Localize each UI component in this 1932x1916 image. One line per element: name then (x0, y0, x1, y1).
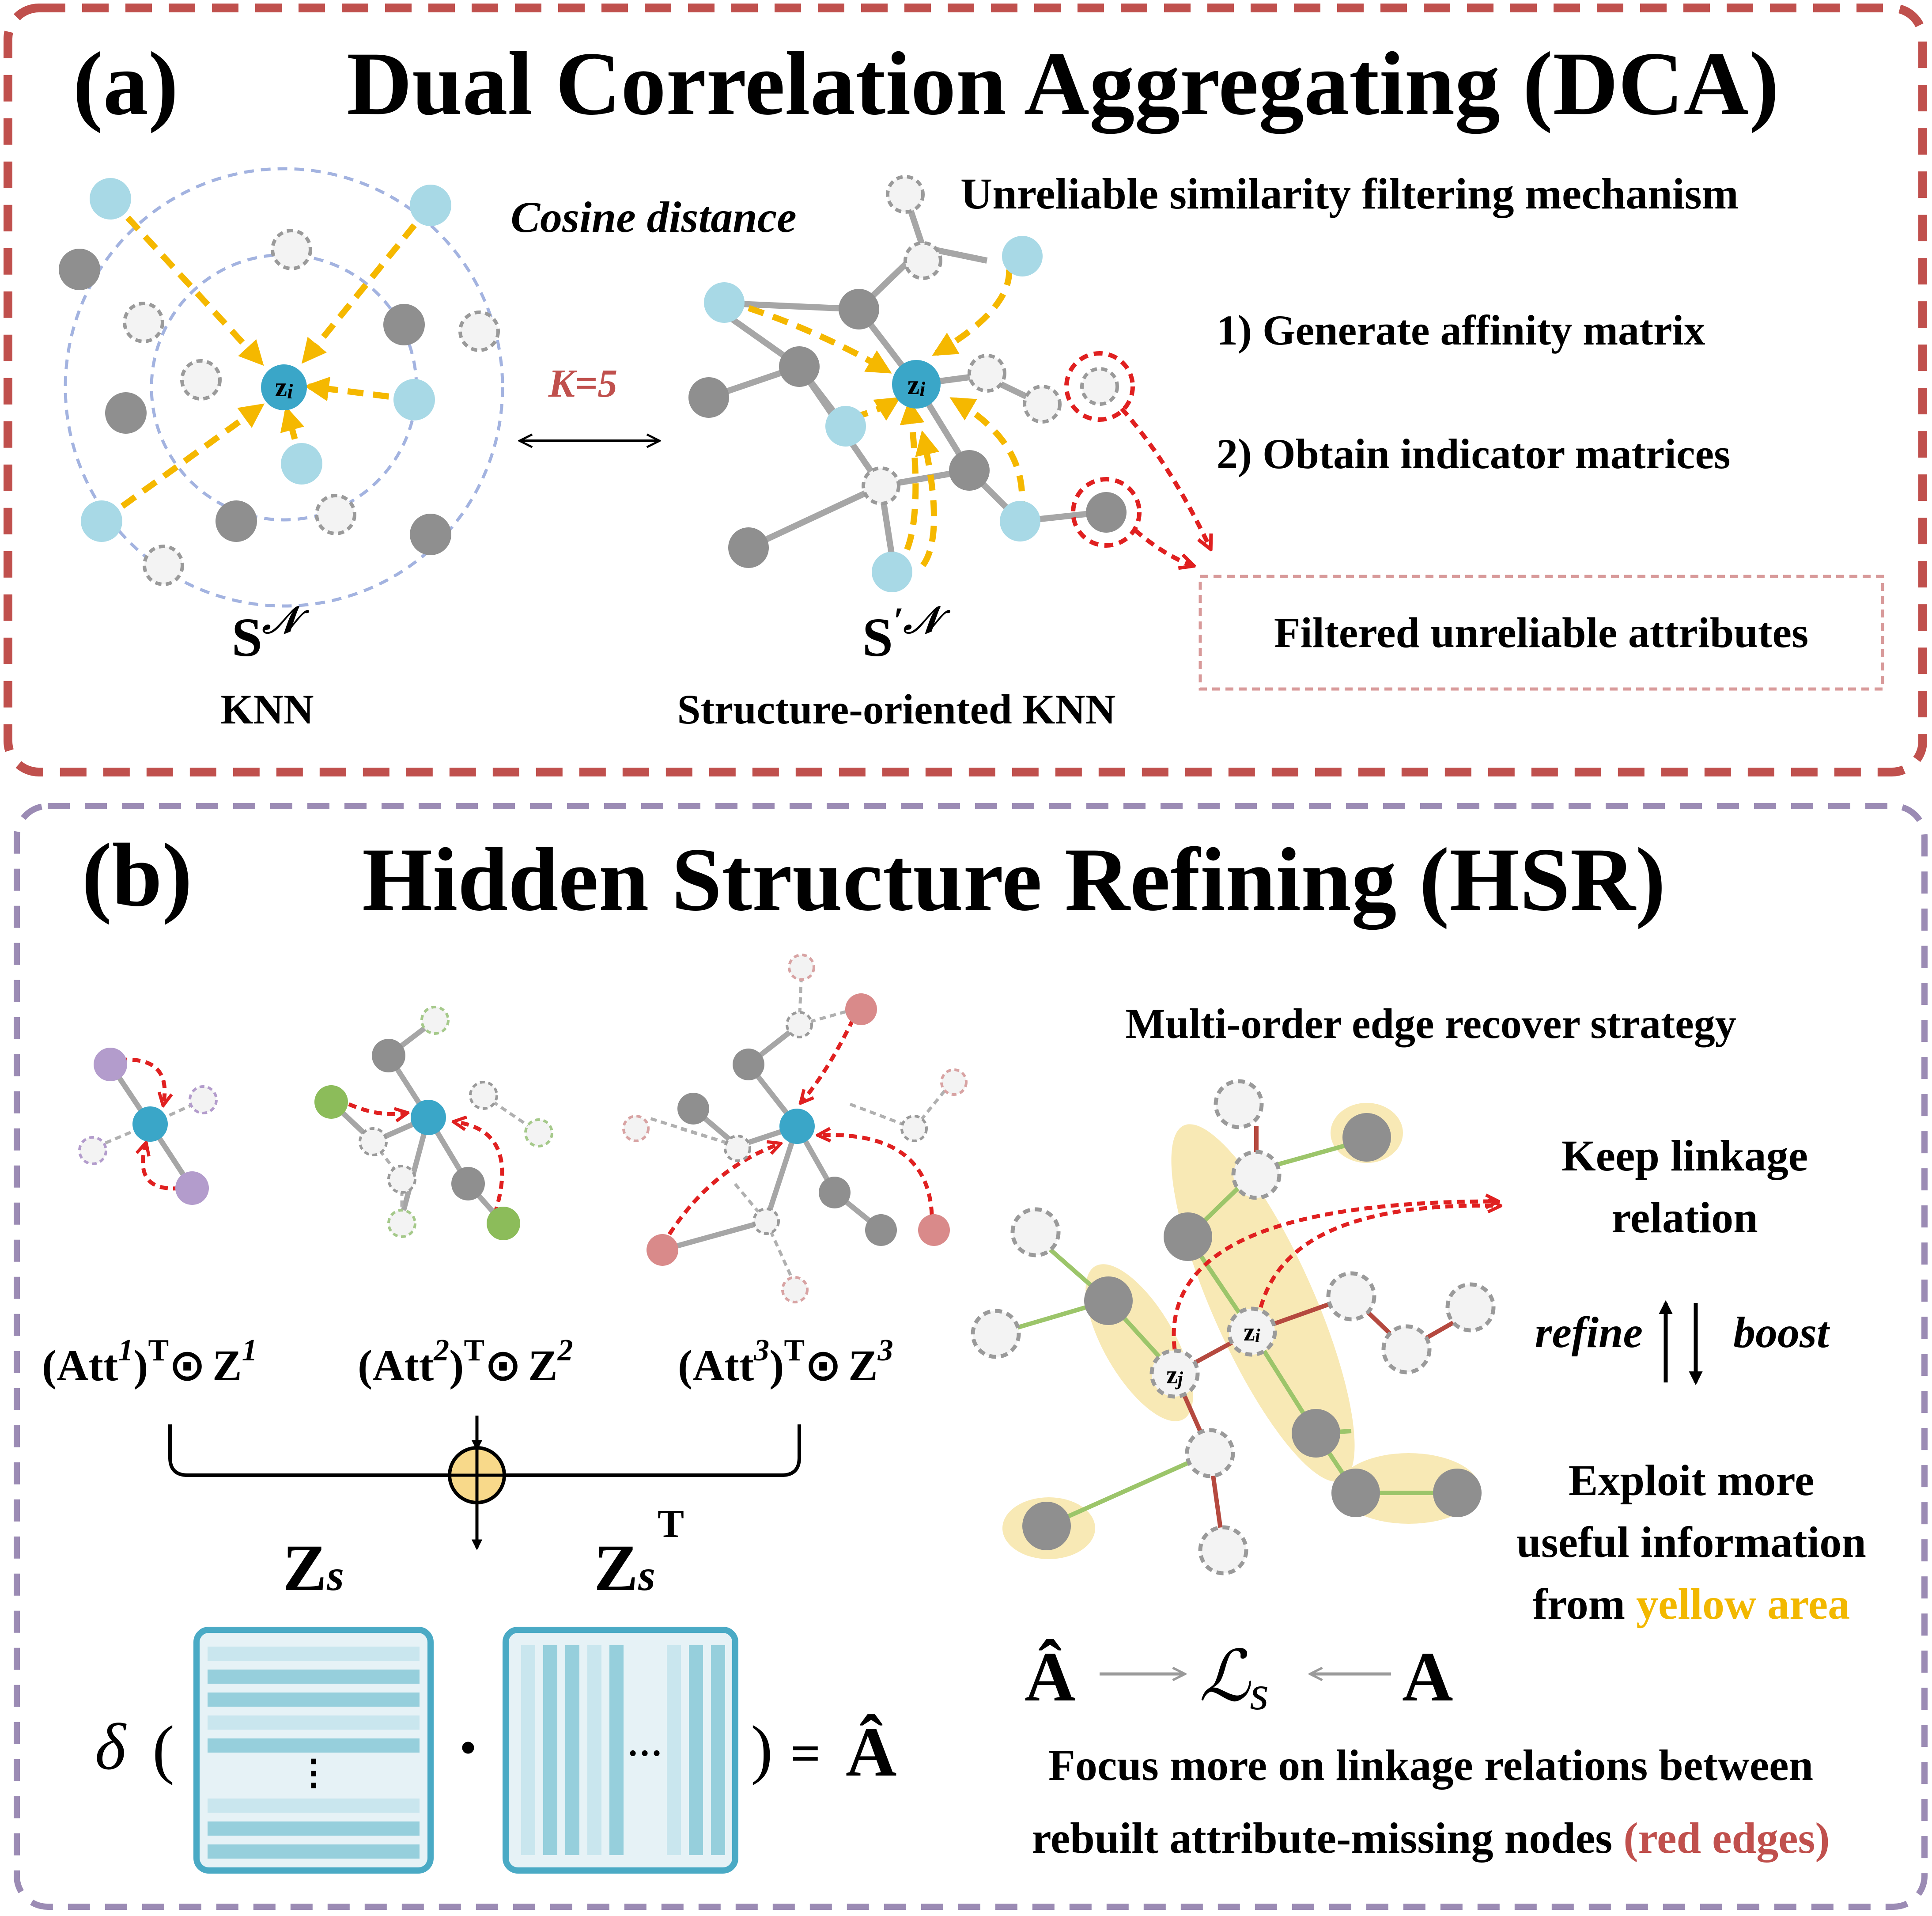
a-hat-result: Â (846, 1712, 897, 1791)
exploit-line1: Exploit more (1569, 1456, 1814, 1505)
zj-node-label: zj (1166, 1360, 1183, 1390)
keep-line1: Keep linkage (1561, 1131, 1808, 1180)
loss-a: A (1402, 1637, 1453, 1716)
filter-mechanism-title: Unreliable similarity filtering mechanis… (960, 169, 1739, 218)
att-term-3: (Att3)T⊙Z3 (678, 1333, 893, 1391)
zst-matrix: … (503, 1627, 738, 1874)
att-term-1: (Att1)T⊙Z1 (42, 1333, 257, 1391)
svg-text:zi: zi (275, 372, 294, 403)
knn-node-missing (143, 545, 184, 586)
order3-graph (622, 954, 968, 1303)
equals-sign: = (790, 1724, 820, 1783)
zs-label: Zs (283, 1531, 344, 1605)
panel-a-tag: (a) (73, 34, 178, 134)
dot-product: • (460, 1723, 476, 1772)
structure-knn-graph: zi (688, 175, 1210, 592)
zst-label: ZsT (594, 1502, 684, 1605)
strategy-title: Multi-order edge recover strategy (1125, 1000, 1736, 1047)
delta-symbol: δ (95, 1710, 127, 1783)
order2-graph (314, 1006, 553, 1240)
knn-node-light (410, 185, 451, 226)
panel-b-frame (14, 803, 1928, 1910)
knn-center-node (261, 364, 307, 410)
knn-node-light (90, 178, 131, 220)
knn-graph: zi (59, 167, 504, 608)
keep-line2: relation (1611, 1193, 1758, 1242)
sknn-name: Structure-oriented KNN (677, 686, 1116, 733)
knn-node-light (281, 443, 322, 485)
knn-node-gray (105, 392, 147, 434)
refine-label: refine (1535, 1308, 1643, 1357)
knn-node-gray (410, 514, 451, 555)
yellow-area-text: yellow area (1636, 1579, 1850, 1628)
hsr-graph: zi zj (971, 1079, 1499, 1575)
zs-vdots: ⋮ (296, 1753, 331, 1792)
knn-symbol: S (232, 607, 263, 668)
knn-node-missing (123, 302, 164, 343)
knn-node-gray (59, 249, 100, 290)
panel-a-frame (4, 4, 1927, 776)
knn-node-missing (315, 494, 356, 535)
knn-center-sub: i (287, 380, 293, 403)
focus-line2: rebuilt attribute-missing nodes (red edg… (1032, 1814, 1830, 1863)
svg-text:S𝒩: S𝒩 (232, 600, 310, 668)
exploit-line2: useful information (1516, 1518, 1866, 1567)
red-edges-text: (red edges) (1623, 1814, 1830, 1863)
sknn-symbol-sup: ′𝒩 (893, 600, 951, 641)
zi-node-label: zi (1244, 1318, 1261, 1347)
cosine-distance-label: Cosine distance (510, 193, 796, 242)
close-paren: ) (751, 1712, 773, 1786)
zst-hdots: … (627, 1725, 662, 1764)
knn-node-gray (383, 304, 425, 345)
loss-symbol: ℒs (1199, 1637, 1269, 1720)
sknn-center-sub: i (919, 378, 926, 401)
knn-node-gray (216, 500, 257, 542)
step-obtain-indicator: 2) Obtain indicator matrices (1217, 430, 1730, 477)
focus-line1: Focus more on linkage relations between (1048, 1741, 1813, 1790)
zs-matrix: ⋮ (193, 1627, 434, 1874)
boost-label: boost (1733, 1308, 1830, 1357)
knn-node-missing (180, 359, 222, 401)
panel-b-tag: (b) (82, 825, 193, 925)
knn-node-missing (271, 229, 312, 270)
knn-center-label: z (275, 372, 287, 402)
filtered-attributes-label: Filtered unreliable attributes (1274, 609, 1808, 657)
att-term-2: (Att2)T⊙Z2 (358, 1333, 573, 1391)
panel-a-title: Dual Correlation Aggregating (DCA) (347, 34, 1779, 134)
order1-graph (78, 1048, 218, 1205)
panel-b-title: Hidden Structure Refining (HSR) (362, 829, 1666, 930)
knn-node-light (81, 500, 122, 542)
svg-text:zi: zi (907, 370, 926, 401)
sknn-symbol: S (862, 607, 893, 668)
loss-a-hat: Â (1025, 1637, 1076, 1716)
k-label: K=5 (548, 362, 617, 405)
svg-text:S′𝒩: S′𝒩 (862, 600, 951, 668)
step-generate-affinity: 1) Generate affinity matrix (1217, 307, 1705, 354)
open-paren: ( (152, 1712, 174, 1786)
knn-node-light (393, 379, 435, 420)
exploit-line3: from yellow area (1533, 1579, 1850, 1628)
sknn-center-label: z (907, 370, 920, 400)
knn-node-missing (458, 310, 500, 352)
knn-name: KNN (220, 686, 314, 733)
